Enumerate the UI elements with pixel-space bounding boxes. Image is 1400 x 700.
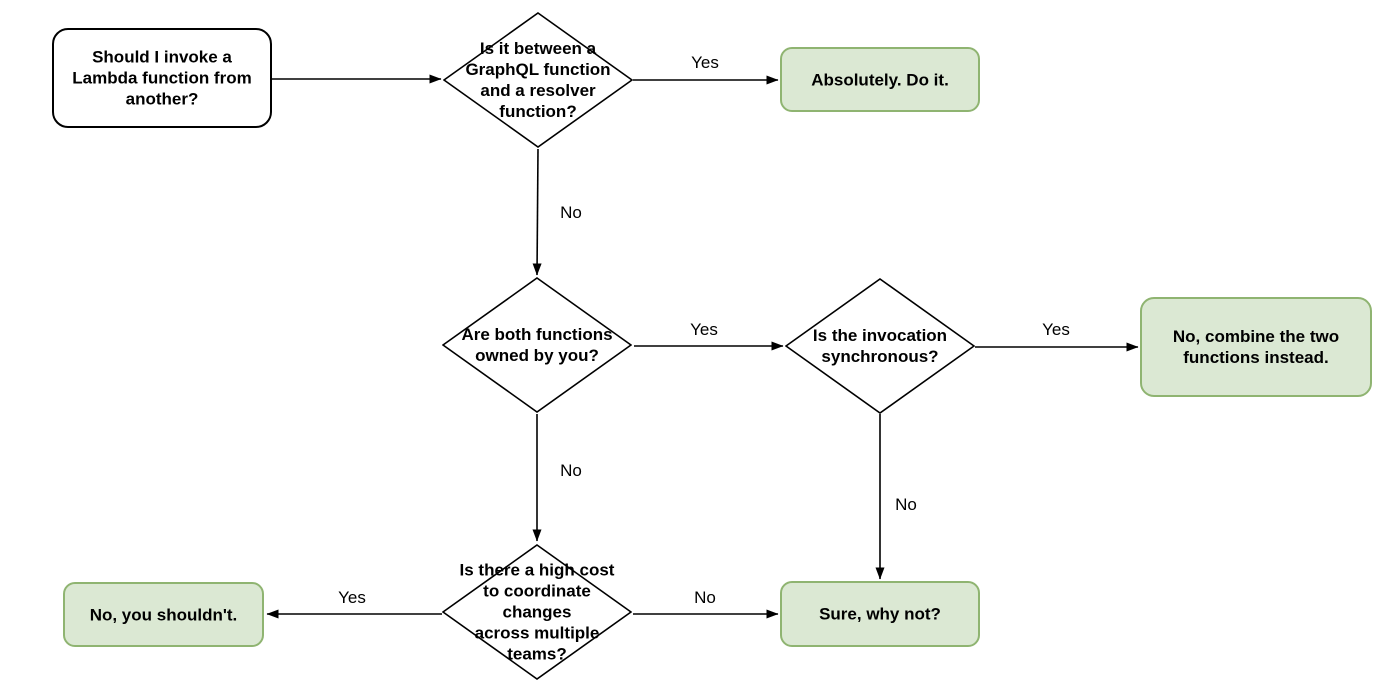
node-decision-graphql-label: Is it between a GraphQL function and a r…	[465, 38, 610, 122]
node-start: Should I invoke a Lambda function from a…	[52, 28, 272, 128]
node-result-absolutely-label: Absolutely. Do it.	[811, 70, 949, 89]
node-decision-cost-label: Is there a high cost to coordinate chang…	[460, 560, 615, 665]
diamond-icon	[443, 12, 633, 148]
node-decision-sync: Is the invocation synchronous?	[785, 278, 975, 414]
node-decision-cost: Is there a high cost to coordinate chang…	[442, 544, 632, 680]
edge-label-cost-no: No	[692, 588, 718, 608]
edge-label-sync-yes: Yes	[1040, 320, 1072, 340]
label-line: and a resolver	[480, 81, 596, 100]
label-line: Lambda function from	[72, 68, 252, 88]
label-line: Is it between a	[479, 39, 597, 58]
node-decision-graphql-resolver: Is it between a GraphQL function and a r…	[443, 12, 633, 148]
node-decision-owned-label: Are both functions owned by you?	[461, 324, 612, 366]
node-decision-owned: Are both functions owned by you?	[442, 277, 632, 413]
label-line: GraphQL function	[465, 60, 611, 79]
label-line: Should I invoke a	[92, 47, 232, 67]
node-result-sure: Sure, why not?	[780, 581, 980, 647]
label-line: function?	[499, 102, 577, 121]
edge-label-owned-yes: Yes	[688, 320, 720, 340]
label-line: synchronous?	[821, 347, 939, 366]
label-line: teams?	[507, 644, 567, 664]
diamond-icon	[785, 278, 975, 414]
edge-label-graphql-yes: Yes	[689, 53, 721, 73]
label-line: changes	[502, 602, 572, 622]
diamond-icon	[442, 277, 632, 413]
node-decision-sync-label: Is the invocation synchronous?	[813, 325, 947, 367]
node-result-combine-label: No, combine the two functions instead.	[1173, 326, 1339, 368]
node-start-label: Should I invoke a Lambda function from a…	[72, 47, 251, 110]
label-line: another?	[125, 89, 199, 109]
diamond-icon	[442, 544, 632, 680]
label-line: Is there a high cost	[459, 560, 615, 580]
edge-graphql-no	[532, 148, 542, 276]
label-line: No, combine the two	[1172, 327, 1340, 346]
edge-label-cost-yes: Yes	[336, 588, 368, 608]
label-line: Is the invocation	[812, 326, 948, 345]
label-line: Are both functions	[461, 325, 613, 344]
edge-label-owned-no: No	[558, 461, 584, 481]
edge-label-graphql-no: No	[558, 203, 584, 223]
node-result-shouldnt-label: No, you shouldn't.	[89, 605, 238, 624]
node-result-sure-label: Sure, why not?	[819, 604, 941, 624]
label-line: owned by you?	[475, 346, 599, 365]
label-line: to coordinate	[483, 581, 591, 601]
node-result-absolutely: Absolutely. Do it.	[780, 47, 980, 112]
label-line: functions instead.	[1183, 348, 1329, 367]
edge-label-sync-no: No	[893, 495, 919, 515]
node-result-shouldnt: No, you shouldn't.	[63, 582, 264, 647]
label-line: across multiple	[474, 623, 600, 643]
node-result-combine: No, combine the two functions instead.	[1140, 297, 1372, 397]
